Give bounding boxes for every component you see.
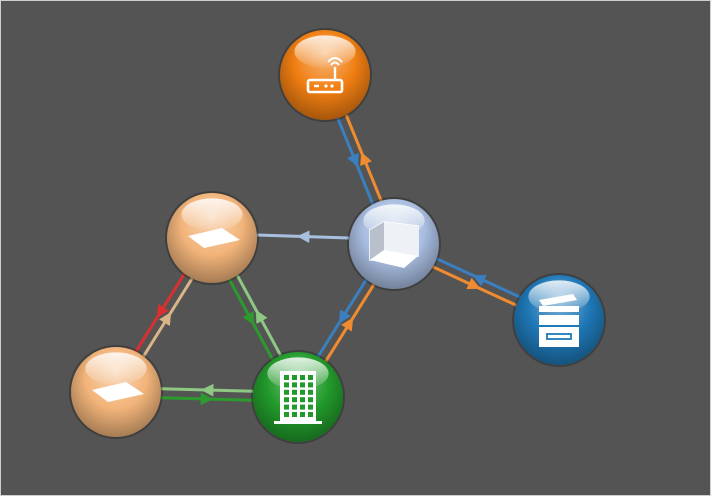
wireless-router-icon bbox=[306, 57, 344, 94]
hub-node[interactable] bbox=[347, 197, 441, 291]
plane-icon bbox=[188, 228, 240, 248]
link-hub-to-upper-node[interactable] bbox=[257, 230, 350, 244]
link-hub-to-router[interactable] bbox=[344, 114, 383, 202]
box-icon bbox=[369, 221, 419, 268]
printer-node[interactable] bbox=[512, 273, 606, 367]
link-building-to-lower[interactable] bbox=[161, 383, 254, 397]
link-lower-to-building[interactable] bbox=[160, 392, 253, 406]
link-router-to-hub[interactable] bbox=[336, 117, 375, 205]
building-node[interactable] bbox=[251, 350, 345, 444]
copier-icon bbox=[539, 294, 579, 347]
plane-icon bbox=[92, 382, 144, 402]
link-upper-to-building[interactable] bbox=[228, 279, 274, 361]
links-layer bbox=[134, 114, 521, 406]
workstation-node-upper[interactable] bbox=[165, 191, 259, 285]
link-building-to-upper[interactable] bbox=[236, 274, 282, 356]
link-hub-to-building[interactable] bbox=[316, 278, 368, 358]
router-node[interactable] bbox=[278, 28, 372, 122]
link-lower-to-upper[interactable] bbox=[142, 277, 194, 357]
link-printer-to-hub[interactable] bbox=[436, 257, 521, 299]
workstation-node-lower[interactable] bbox=[69, 345, 163, 439]
nodes-layer bbox=[69, 28, 606, 444]
office-building-icon bbox=[274, 371, 322, 424]
